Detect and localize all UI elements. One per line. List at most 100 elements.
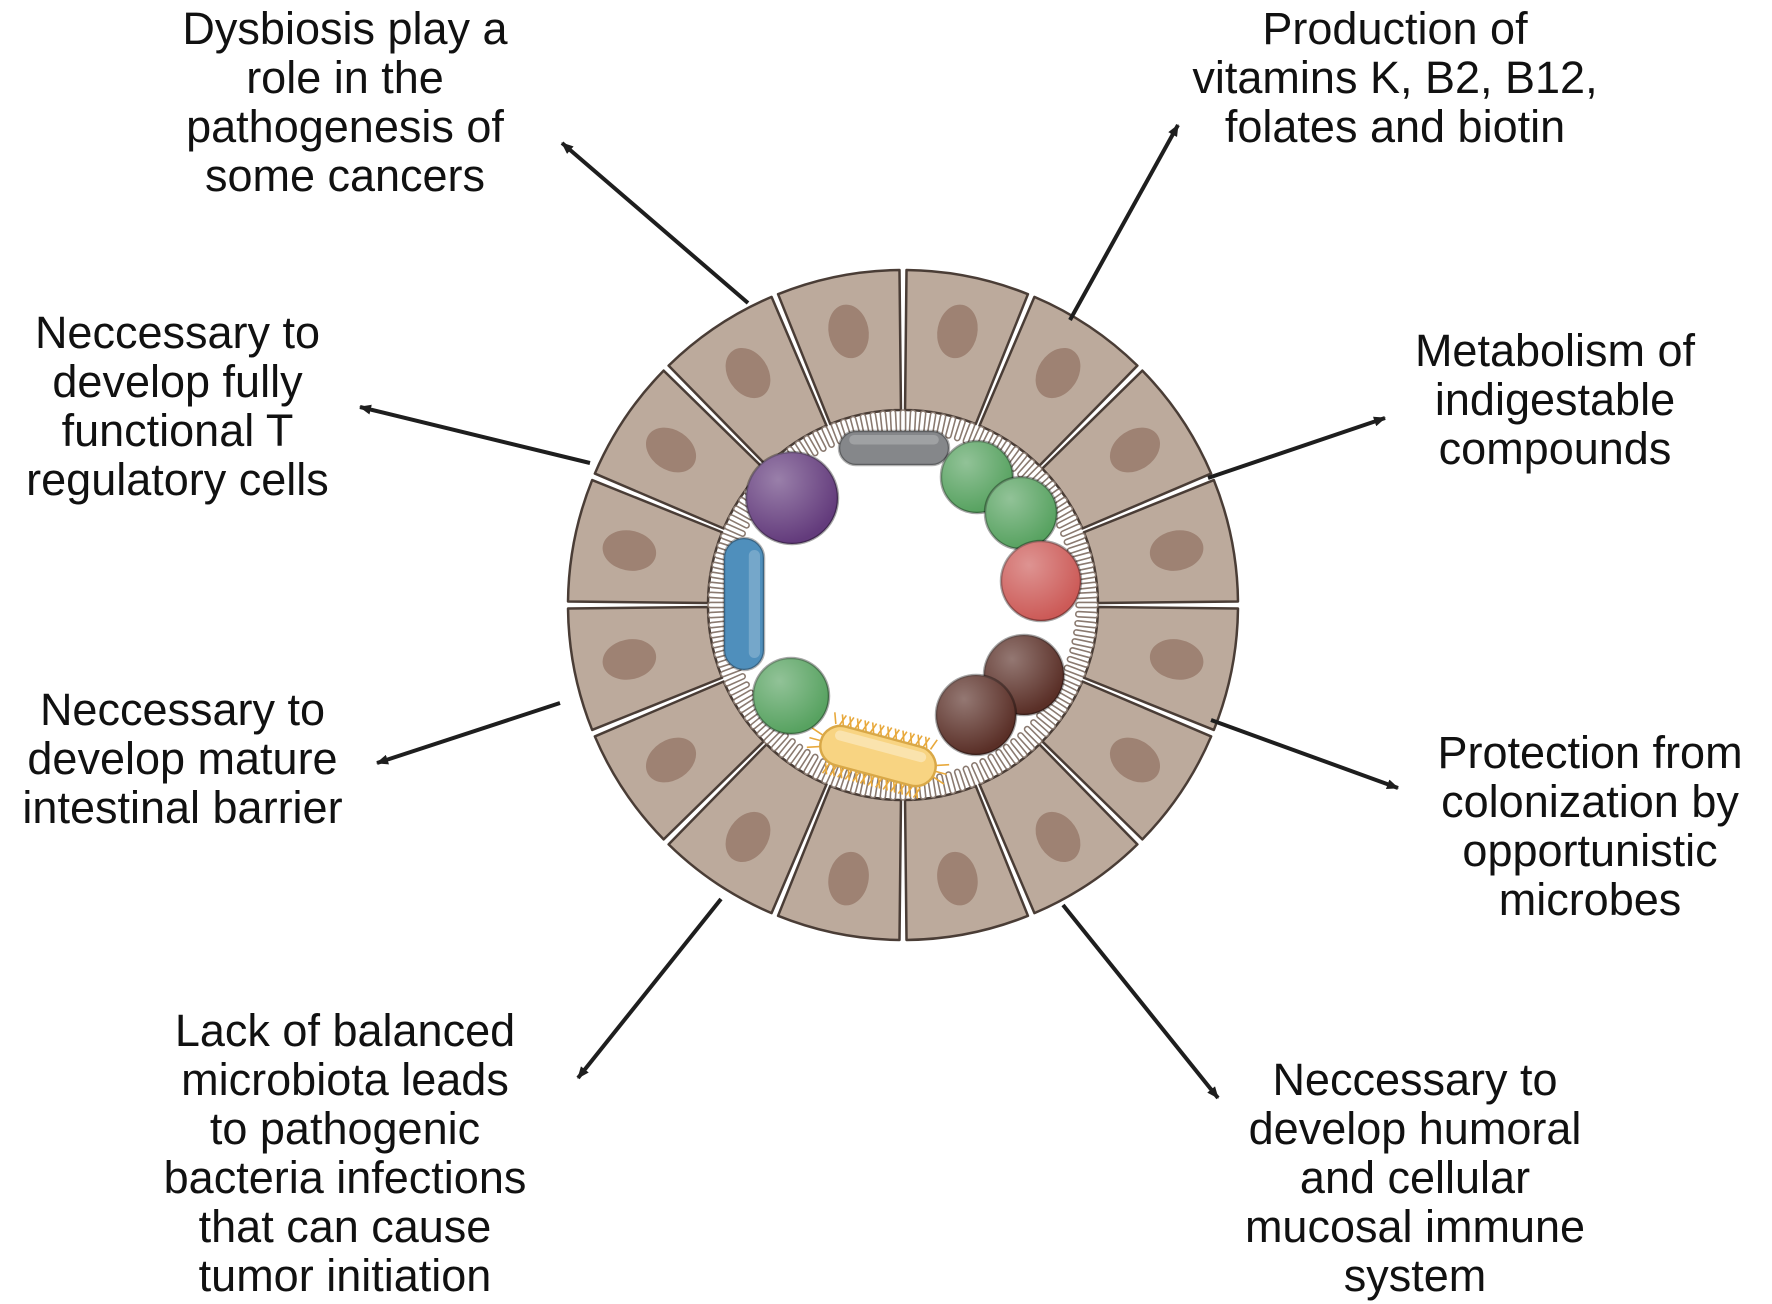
microvillus <box>971 762 985 785</box>
pilus <box>879 724 883 737</box>
cell-nucleus <box>725 811 771 863</box>
microvillus <box>1063 532 1087 546</box>
pilus <box>867 775 876 786</box>
arrow-to-immune-system <box>1061 903 1220 1100</box>
label-cancer-role: Dysbiosis play a role in the pathogenesi… <box>182 3 508 201</box>
arrow-to-pathogenic-infections <box>576 897 723 1080</box>
microvillus <box>1023 725 1043 745</box>
pilus <box>932 776 945 785</box>
microvillus <box>953 768 966 792</box>
microvillus <box>936 773 947 797</box>
pilus <box>809 736 822 742</box>
label-vitamins: Production of vitamins K, B2, B12, folat… <box>1192 3 1598 152</box>
pilus <box>849 716 852 729</box>
pilus <box>924 736 928 749</box>
microvillus <box>908 409 917 434</box>
cell-nucleus <box>828 851 869 906</box>
blue-bacillus-highlight <box>748 550 760 658</box>
cell-nucleus <box>645 737 697 783</box>
cell-nucleus <box>937 851 978 906</box>
microvillus <box>945 415 957 439</box>
arrows <box>359 124 1399 1100</box>
green-coccus-highlight <box>753 658 829 734</box>
pilus <box>912 787 921 799</box>
microvillus <box>803 753 819 776</box>
pilus <box>811 727 824 736</box>
pilus <box>852 771 861 782</box>
pilus <box>871 722 875 735</box>
microvillus <box>728 681 750 696</box>
microvillus <box>1066 655 1090 668</box>
purple-coccus-highlight <box>746 452 838 544</box>
microvillus <box>1071 638 1095 649</box>
microvillus <box>1030 719 1050 738</box>
pilus <box>844 769 853 780</box>
blue-bacillus <box>722 536 766 672</box>
cell-nucleus <box>602 530 657 571</box>
microvillus <box>945 771 957 795</box>
microvillus <box>732 689 755 705</box>
arrow-to-intestinal-barrier <box>376 701 561 765</box>
arrow-to-protection <box>1210 718 1399 790</box>
gut-microbes <box>722 429 1083 799</box>
pilus <box>856 718 860 731</box>
brown-diplococcus-b-highlight <box>936 675 1016 755</box>
label-t-regulatory: Neccessary to develop fully functional T… <box>26 307 329 505</box>
pilus <box>902 730 905 743</box>
pilus <box>806 745 820 749</box>
cell-nucleus <box>1109 737 1161 783</box>
label-immune-system: Neccessary to develop humoral and cellul… <box>1244 1054 1586 1301</box>
microvillus <box>812 430 827 452</box>
microvillus <box>1056 514 1078 529</box>
cell-nucleus <box>602 639 657 680</box>
microvillus <box>987 753 1003 776</box>
microvillus <box>786 743 804 765</box>
pilus <box>936 763 950 767</box>
yellow-flagellated-bacillus <box>806 712 950 799</box>
cell-nucleus <box>1149 639 1204 680</box>
pilus <box>821 763 830 774</box>
pilus <box>829 765 838 776</box>
pilus <box>834 712 837 725</box>
microvillus <box>794 748 811 770</box>
microvillus <box>821 425 835 448</box>
microvillus <box>1069 647 1093 659</box>
pilus <box>859 773 868 784</box>
microvillus <box>1060 523 1083 537</box>
arrow-to-t-regulatory <box>359 404 591 465</box>
arrow-to-metabolism <box>1207 416 1386 480</box>
gray-bacillus-body <box>837 429 951 467</box>
pilus <box>909 732 913 745</box>
pilus <box>905 785 914 797</box>
pilus <box>897 783 906 794</box>
microvillus <box>728 514 750 529</box>
cell-nucleus <box>1035 811 1081 863</box>
microvillus <box>899 409 907 433</box>
microvillus <box>723 523 746 537</box>
microvillus <box>962 765 976 789</box>
pilus <box>864 720 867 733</box>
pilus <box>929 739 938 750</box>
pilus <box>837 767 846 778</box>
pilus <box>882 779 891 790</box>
microvillus <box>1073 629 1097 639</box>
cell-nucleus <box>1149 530 1204 571</box>
red-coccus-highlight <box>1001 541 1081 621</box>
microvillus <box>723 673 746 687</box>
blue-bacillus-body <box>722 536 766 672</box>
green-diplococcus-b-highlight <box>985 477 1057 549</box>
cell-nucleus <box>725 347 771 399</box>
pilus <box>841 714 845 727</box>
arrow-to-vitamins <box>1068 124 1180 321</box>
epithelial-cell-ring <box>566 268 1240 942</box>
microvillus <box>1017 458 1036 478</box>
cell-nucleus <box>1109 427 1161 473</box>
microvillus <box>953 418 966 442</box>
microvillus <box>1002 743 1020 765</box>
label-metabolism: Metabolism of indigestable compounds <box>1414 325 1696 474</box>
label-pathogenic-infections: Lack of balanced microbiota leads to pat… <box>163 1005 527 1301</box>
arrow-to-cancer-role <box>560 141 750 305</box>
cell-nucleus <box>937 304 978 359</box>
gray-bacillus <box>837 429 951 467</box>
